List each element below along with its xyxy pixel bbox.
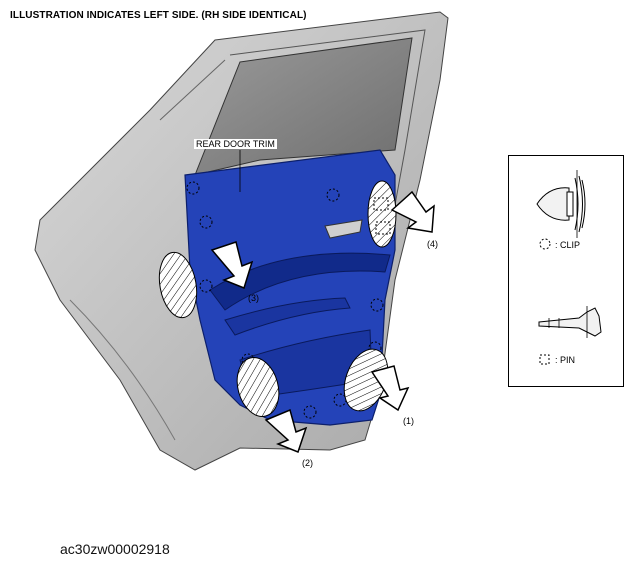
callout-2: (2) xyxy=(302,458,313,468)
illustration-note: ILLUSTRATION INDICATES LEFT SIDE. (RH SI… xyxy=(10,10,307,21)
pull-arrow-4 xyxy=(390,190,435,233)
pin-legend-label: : PIN xyxy=(555,355,576,365)
clip-marker xyxy=(326,188,340,202)
clip-marker xyxy=(199,215,213,229)
pull-arrow-2 xyxy=(264,408,308,453)
clip-marker xyxy=(370,298,384,312)
clip-icon xyxy=(536,170,602,365)
rear-door-trim-label: REAR DOOR TRIM xyxy=(194,139,277,149)
clip-marker xyxy=(199,279,213,293)
callout-1: (1) xyxy=(403,416,414,426)
callout-4: (4) xyxy=(427,239,438,249)
pull-arrow-1 xyxy=(370,365,410,412)
pull-arrow-3 xyxy=(210,241,254,289)
clip-legend-label: : CLIP xyxy=(555,240,581,250)
clip-marker xyxy=(303,405,317,419)
image-id: ac30zw00002918 xyxy=(60,541,170,557)
clip-marker xyxy=(186,181,200,195)
legend-box: : CLIP : PIN xyxy=(508,155,624,387)
callout-3: (3) xyxy=(248,293,259,303)
